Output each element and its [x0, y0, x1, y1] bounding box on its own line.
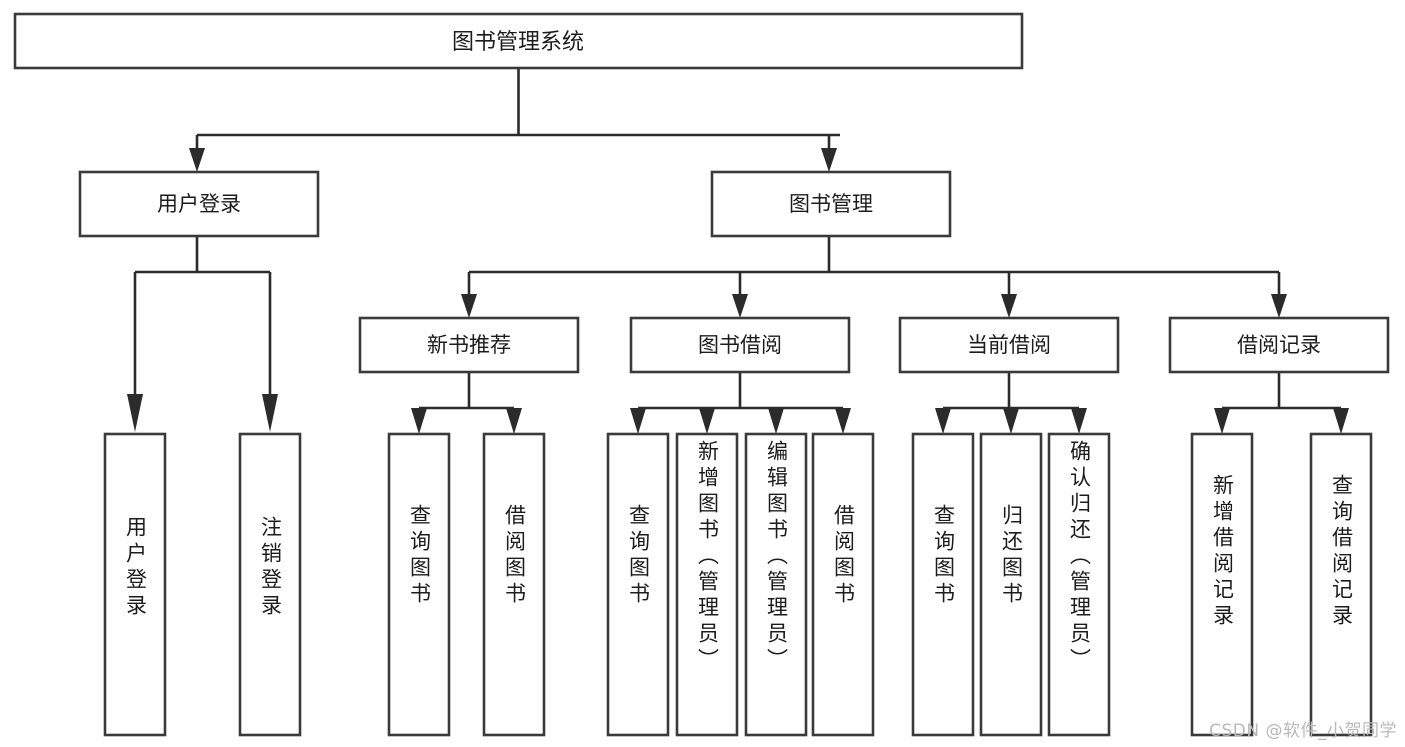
node-box-leaf-add-book[interactable]: [675, 432, 739, 737]
node-label-book-borrow: 图书借阅: [698, 333, 782, 357]
arrow-to-leaf-return-book: [1003, 408, 1019, 434]
node-box-leaf-query-record[interactable]: [1309, 432, 1373, 737]
arrow-to-user-login: [189, 148, 205, 172]
arrow-to-leaf-borrow-book-2: [835, 408, 851, 434]
arrow-to-leaf-query-book-3: [935, 408, 951, 434]
arrow-to-borrow-record: [1271, 294, 1287, 318]
node-label-user-login: 用户登录: [157, 192, 241, 216]
node-box-leaf-borrow-book-1[interactable]: [482, 432, 546, 737]
arrow-to-leaf-query-book-1: [411, 408, 427, 434]
node-box-leaf-query-book-1[interactable]: [387, 432, 451, 737]
node-box-book-borrow[interactable]: [629, 316, 851, 374]
arrow-to-leaf-query-record: [1333, 408, 1349, 434]
arrow-to-current-borrow: [1001, 294, 1017, 318]
watermark-text: CSDN @软件_小贺同学: [1209, 721, 1397, 741]
node-box-root[interactable]: [13, 12, 1024, 70]
node-box-leaf-confirm-return[interactable]: [1047, 432, 1111, 737]
node-box-leaf-logout[interactable]: [238, 432, 302, 737]
node-box-leaf-borrow-book-2[interactable]: [811, 432, 875, 737]
arrow-to-leaf-query-book-2: [630, 408, 646, 434]
node-label-borrow-record: 借阅记录: [1237, 333, 1321, 357]
node-box-leaf-query-book-2[interactable]: [606, 432, 670, 737]
node-label-book-manage: 图书管理: [789, 192, 873, 216]
node-box-new-book-recommend[interactable]: [358, 316, 580, 374]
node-box-leaf-query-book-3[interactable]: [911, 432, 975, 737]
arrow-to-leaf-user-login: [127, 394, 143, 432]
node-box-borrow-record[interactable]: [1168, 316, 1390, 374]
arrow-to-leaf-edit-book: [768, 408, 784, 434]
nodes-layer: 图书管理系统 用户登录 图书管理 新书推荐 图书借阅 当前借阅 借阅记录: [13, 12, 1390, 737]
node-box-current-borrow[interactable]: [898, 316, 1120, 374]
node-box-leaf-user-login[interactable]: [103, 432, 167, 737]
arrow-to-leaf-add-book: [699, 408, 715, 434]
node-box-leaf-return-book[interactable]: [979, 432, 1043, 737]
arrow-to-book-borrow: [732, 294, 748, 318]
arrow-to-leaf-add-record: [1214, 408, 1230, 434]
arrow-to-book-manage: [821, 148, 837, 172]
arrow-to-leaf-logout: [262, 394, 278, 432]
connectors-layer: [127, 68, 1349, 434]
node-box-leaf-edit-book[interactable]: [744, 432, 808, 737]
node-label-new-book-recommend: 新书推荐: [427, 333, 511, 357]
node-box-book-manage[interactable]: [710, 170, 952, 238]
arrow-to-new-book-recommend: [461, 294, 477, 318]
node-box-user-login[interactable]: [78, 170, 320, 238]
node-label-current-borrow: 当前借阅: [967, 333, 1051, 357]
arrow-to-leaf-borrow-book-1: [506, 408, 522, 434]
node-box-leaf-add-record[interactable]: [1190, 432, 1254, 737]
node-label-root: 图书管理系统: [452, 30, 584, 55]
arrow-to-leaf-confirm-return: [1071, 408, 1087, 434]
